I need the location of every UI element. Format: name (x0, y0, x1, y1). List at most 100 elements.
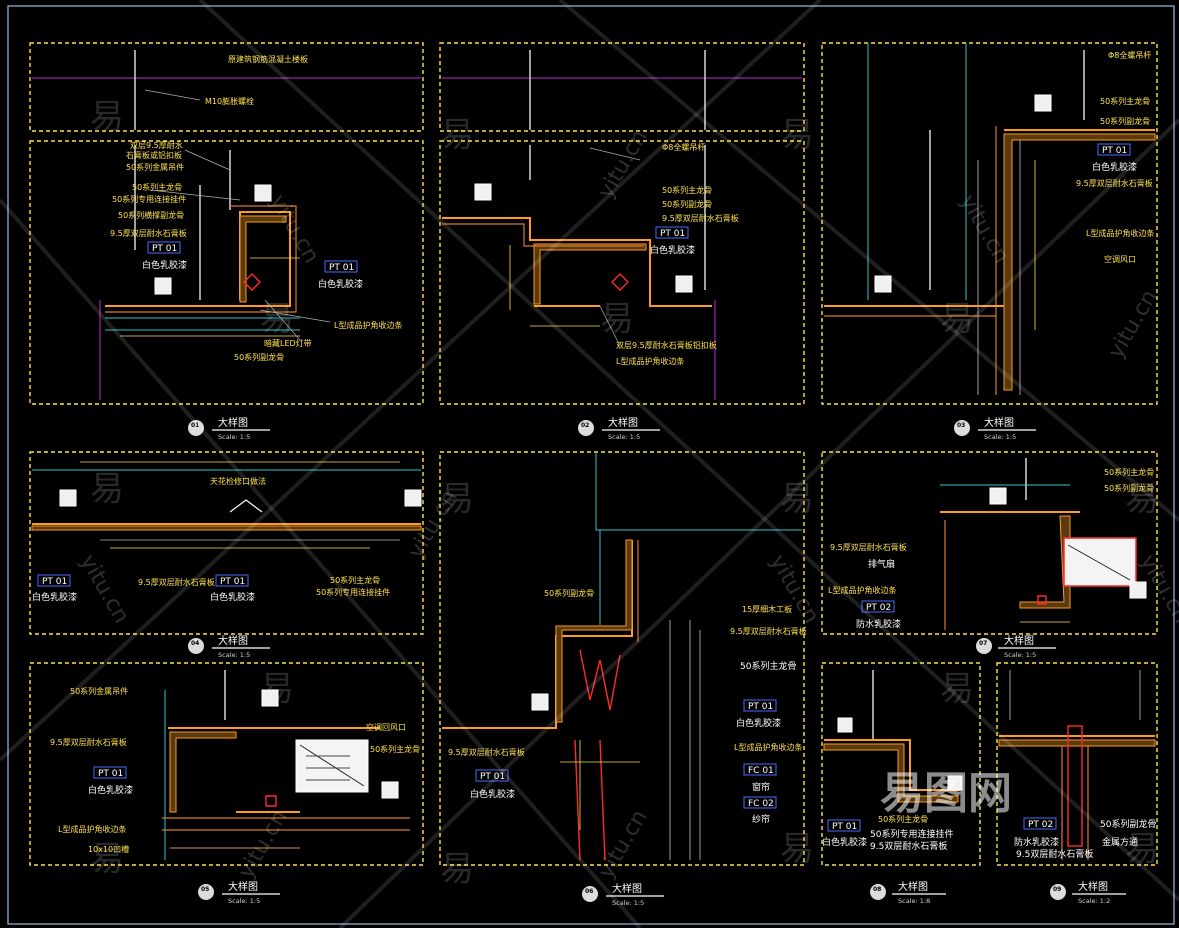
watermark-glyph: 易 (90, 839, 124, 879)
label: 50系列副龙骨 (1104, 483, 1154, 493)
material-tag-code: PT 01 (42, 577, 67, 587)
material-tag (215, 574, 249, 587)
material-tag-code: PT 01 (152, 244, 177, 254)
material-tag (324, 260, 358, 273)
label: 金属方通 (1102, 836, 1138, 848)
detail-panel-05: 50系列金属吊件 9.5厚双层耐水石膏板 空调回风口 50系列主龙骨 PT 01… (29, 662, 424, 905)
detail-title-06: 06 大样图 Scale: 1:5 (582, 882, 664, 907)
svg-text:05: 05 (201, 886, 209, 893)
watermark-glyph: 易 (440, 479, 474, 519)
svg-text:04: 04 (191, 640, 199, 647)
detail-title-01: 01 大样图 Scale: 1:5 (188, 416, 270, 441)
material-tag (1023, 817, 1057, 830)
label: 50系列副龙骨 (662, 199, 712, 209)
svg-text:01: 01 (191, 422, 199, 429)
svg-text:大样图: 大样图 (984, 416, 1014, 429)
label: 50系列主龙骨 (370, 744, 420, 754)
material-tag (93, 766, 127, 779)
material-tag (743, 796, 777, 809)
label: L型成品护角收边条 (828, 585, 896, 595)
watermark-glyph: 易 (90, 469, 124, 509)
label: 50系列主龙骨 (1100, 96, 1150, 106)
label: 白色乳胶漆 (142, 259, 187, 271)
label: 石膏板或铝扣板 (126, 150, 182, 160)
label: 50系列主龙骨 (1104, 467, 1154, 477)
label: 9.5双层耐水石膏板 (870, 840, 947, 852)
label: 白色乳胶漆 (822, 836, 867, 848)
material-tag (475, 769, 509, 782)
material-tag-code: PT 02 (1028, 820, 1053, 830)
material-tag-code: PT 02 (866, 603, 891, 613)
watermark-logo: 易图网 (880, 768, 1012, 819)
svg-text:02: 02 (581, 422, 589, 429)
svg-text:大样图: 大样图 (1004, 634, 1034, 647)
label: 白色乳胶漆 (318, 278, 363, 290)
watermark-glyph: 易 (260, 299, 294, 339)
label: 50系列副龙骨 (1100, 818, 1156, 830)
detail-panel-04: 天花检修口做法 PT 01 白色乳胶漆 9.5厚双层耐水石膏板 PT 01 白色… (29, 451, 424, 659)
material-tag-code: PT 01 (220, 577, 245, 587)
label: 空调回风口 (366, 722, 406, 732)
detail-title-05: 05 大样图 Scale: 1:5 (198, 880, 280, 905)
svg-text:大样图: 大样图 (218, 634, 248, 647)
label: M10膨胀螺栓 (205, 96, 254, 106)
material-tag (743, 763, 777, 776)
detail-title-09: 09 大样图 Scale: 1:2 (1050, 880, 1126, 905)
label: 50系列主龙骨 (878, 814, 928, 824)
svg-text:Scale: 1:2: Scale: 1:2 (1078, 897, 1110, 905)
material-tag (37, 574, 71, 587)
material-tag-code: PT 01 (480, 772, 505, 782)
svg-text:大样图: 大样图 (608, 416, 638, 429)
label: 50系列专用连接挂件 (870, 828, 953, 840)
svg-text:07: 07 (979, 640, 987, 647)
detail-title-03: 03 大样图 Scale: 1:5 (954, 416, 1036, 441)
watermark-glyph: 易 (260, 669, 294, 709)
svg-text:大样图: 大样图 (1078, 880, 1108, 893)
label: 50系列金属吊件 (126, 162, 184, 172)
svg-text:Scale: 1:8: Scale: 1:8 (898, 897, 930, 905)
label: Φ8全螺吊杆 (662, 142, 705, 152)
label: 双层9.5厚耐水 (130, 140, 183, 150)
label: 50系列主龙骨 (662, 185, 712, 195)
label: 白色乳胶漆 (470, 788, 515, 800)
detail-title-02: 02 大样图 Scale: 1:5 (578, 416, 660, 441)
watermark-glyph: 易 (940, 669, 974, 709)
label: 50系列专用连接挂件 (316, 587, 390, 597)
watermark-glyph: 易 (440, 115, 474, 155)
label: L型成品护角收边条 (1086, 228, 1154, 238)
svg-text:大样图: 大样图 (218, 416, 248, 429)
svg-text:Scale: 1:5: Scale: 1:5 (228, 897, 260, 905)
detail-panel-09: 50系列副龙骨 PT 02 防水乳胶漆 金属方通 9.5双层耐水石膏板 09 大… (996, 662, 1158, 905)
detail-panel-08: 50系列主龙骨 50系列专用连接挂件 PT 01 白色乳胶漆 9.5双层耐水石膏… (821, 662, 981, 905)
watermark-glyph: 易 (600, 299, 634, 339)
detail-panel-07: 50系列主龙骨 50系列副龙骨 9.5厚双层耐水石膏板 排气扇 L型成品护角收边… (821, 451, 1158, 659)
label: 9.5厚双层耐水石膏板 (138, 577, 215, 587)
label: 排气扇 (868, 558, 895, 570)
label: 9.5厚双层耐水石膏板 (830, 542, 907, 552)
watermark-glyph: 易 (940, 299, 974, 339)
label: 空调风口 (1104, 254, 1136, 264)
label: L型成品护角收边条 (334, 320, 402, 330)
material-tag-code: PT 01 (660, 229, 685, 239)
label: 防水乳胶漆 (856, 618, 901, 630)
watermark-glyph: 易 (780, 479, 814, 519)
label: L型成品护角收边条 (734, 742, 802, 752)
svg-text:08: 08 (873, 886, 881, 893)
material-tag (827, 819, 861, 832)
svg-text:Scale: 1:5: Scale: 1:5 (984, 433, 1016, 441)
label: 白色乳胶漆 (650, 244, 695, 256)
label: 50系列副龙骨 (1100, 116, 1150, 126)
label: 50系列副龙骨 (234, 352, 284, 362)
svg-text:03: 03 (957, 422, 965, 429)
material-tag (147, 241, 181, 254)
detail-panel-02: Φ8全螺吊杆 50系列主龙骨 50系列副龙骨 9.5厚双层耐水石膏板 PT 01… (439, 42, 805, 441)
svg-text:Scale: 1:5: Scale: 1:5 (1004, 651, 1036, 659)
label: 防水乳胶漆 (1014, 836, 1059, 848)
material-tag-code: PT 01 (1102, 146, 1127, 156)
label: 天花检修口做法 (210, 476, 266, 486)
label: 9.5厚双层耐水石膏板 (730, 626, 807, 636)
material-tag-code: PT 01 (832, 822, 857, 832)
svg-text:大样图: 大样图 (898, 880, 928, 893)
watermark-glyph: 易 (1125, 479, 1159, 519)
label: 双层9.5厚耐水石膏板铝扣板 (616, 340, 717, 350)
